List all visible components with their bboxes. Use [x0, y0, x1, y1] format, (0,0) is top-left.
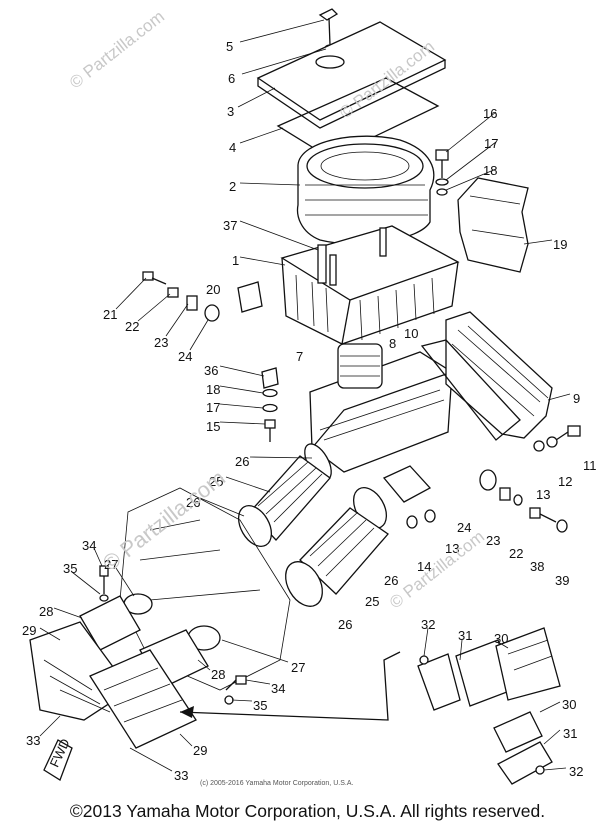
intake-boot-lower — [285, 465, 432, 607]
callout-31: 31 — [563, 726, 577, 741]
callout-18: 18 — [206, 382, 220, 397]
callout-33: 33 — [26, 733, 40, 748]
callout-16: 16 — [483, 106, 497, 121]
bracket-20 — [237, 281, 263, 313]
filter-cover — [256, 21, 447, 129]
callout-30: 30 — [562, 697, 576, 712]
intake-manifold-body — [309, 343, 453, 473]
callout-27: 27 — [104, 557, 118, 572]
bolt-21 — [142, 271, 167, 285]
side-cover — [420, 311, 553, 441]
callout-35: 35 — [253, 698, 267, 713]
nut-22 — [167, 287, 179, 298]
grommet-24 — [204, 304, 220, 322]
reed-valve-detail — [417, 627, 561, 785]
intake-boot-upper — [237, 443, 332, 547]
callout-37: 37 — [223, 218, 237, 233]
callout-25: 25 — [209, 474, 223, 489]
callout-23: 23 — [486, 533, 500, 548]
washer-22-right — [513, 494, 523, 506]
callout-21: 21 — [103, 307, 117, 322]
callout-34: 34 — [82, 538, 96, 553]
reed-block-left — [29, 621, 197, 749]
callout-17: 17 — [206, 400, 220, 415]
callout-4: 4 — [229, 140, 236, 155]
callout-36: 36 — [204, 363, 218, 378]
callout-13: 13 — [445, 541, 459, 556]
callout-29: 29 — [22, 623, 36, 638]
copyright-notice: ©2013 Yamaha Motor Corporation, U.S.A. A… — [69, 801, 546, 821]
callout-24: 24 — [178, 349, 192, 364]
callout-30: 30 — [494, 631, 508, 646]
callout-5: 5 — [226, 39, 233, 54]
callout-3: 3 — [227, 104, 234, 119]
callout-1: 1 — [232, 253, 239, 268]
bolt-set-left — [261, 367, 279, 442]
callout-27: 27 — [291, 660, 305, 675]
callout-8: 8 — [389, 336, 396, 351]
callout-33: 33 — [174, 768, 188, 783]
air-box — [280, 225, 460, 345]
callout-19: 19 — [553, 237, 567, 252]
callout-9: 9 — [573, 391, 580, 406]
callout-26: 26 — [338, 617, 352, 632]
callout-15: 15 — [206, 419, 220, 434]
callout-35: 35 — [63, 561, 77, 576]
intake-snorkel — [457, 177, 529, 273]
callout-26: 26 — [186, 495, 200, 510]
callout-32: 32 — [569, 764, 583, 779]
callout-11: 11 — [583, 458, 597, 473]
callout-13: 13 — [536, 487, 550, 502]
spacer-23-right — [499, 487, 511, 501]
callout-25: 25 — [365, 594, 379, 609]
callout-10: 10 — [404, 326, 418, 341]
washer-13-left — [424, 509, 436, 523]
spacer-23 — [186, 295, 198, 311]
callout-17: 17 — [484, 136, 498, 151]
bolt-34-35-left — [99, 565, 109, 602]
callout-26: 26 — [235, 454, 249, 469]
callout-39: 39 — [555, 573, 569, 588]
bolt-set-right — [435, 149, 449, 196]
callout-24: 24 — [457, 520, 471, 535]
callout-23: 23 — [154, 335, 168, 350]
callout-32: 32 — [421, 617, 435, 632]
callout-26: 26 — [384, 573, 398, 588]
callout-28: 28 — [211, 667, 225, 682]
grommet-24-right — [479, 469, 497, 491]
callout-labels: 5634237120212223243618171578109161718192… — [22, 39, 597, 783]
callout-31: 31 — [458, 628, 472, 643]
callout-34: 34 — [271, 681, 285, 696]
callout-14: 14 — [417, 559, 431, 574]
bolt-set-11-13 — [533, 425, 581, 452]
fwd-indicator: FWD — [43, 736, 73, 781]
callout-6: 6 — [228, 71, 235, 86]
callout-29: 29 — [193, 743, 207, 758]
manifold-joint-left — [79, 593, 153, 651]
callout-7: 7 — [296, 349, 303, 364]
callout-22: 22 — [509, 546, 523, 561]
detail-leader — [179, 651, 401, 721]
leader-lines — [39, 19, 571, 772]
callout-38: 38 — [530, 559, 544, 574]
filter-element — [296, 135, 435, 245]
callout-28: 28 — [39, 604, 53, 619]
wing-bolt — [318, 8, 339, 46]
callout-20: 20 — [206, 282, 220, 297]
washer-14 — [406, 515, 418, 529]
callout-12: 12 — [558, 474, 572, 489]
callout-22: 22 — [125, 319, 139, 334]
bolt-38-39 — [529, 507, 568, 533]
small-copyright: (c) 2005-2016 Yamaha Motor Corporation, … — [200, 780, 354, 787]
callout-2: 2 — [229, 179, 236, 194]
callout-18: 18 — [483, 163, 497, 178]
